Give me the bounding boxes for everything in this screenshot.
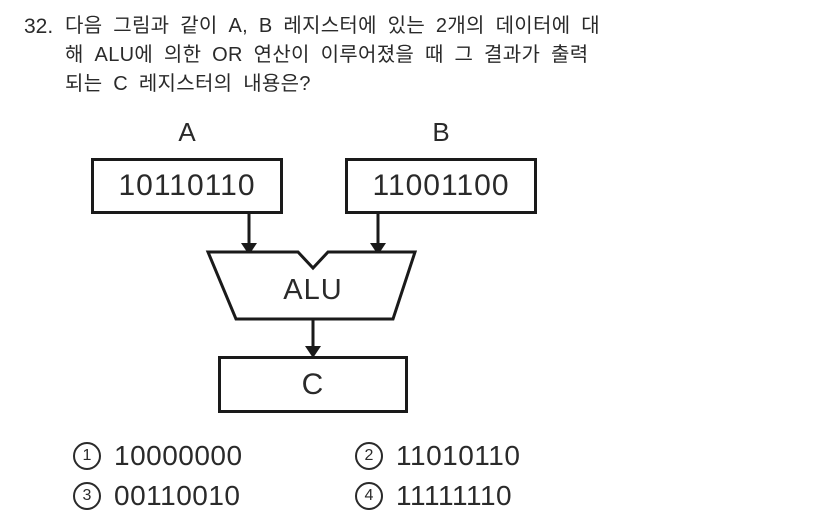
question-line: 되는 C 레지스터의 내용은? bbox=[65, 73, 311, 95]
question-line: 해 ALU에 의한 OR 연산이 이루어졌을 때 그 결과가 출력 bbox=[65, 44, 589, 66]
register-b-value: 11001100 bbox=[372, 169, 510, 202]
option-1-value: 10000000 bbox=[114, 440, 243, 471]
option-1-circle: 1 bbox=[73, 442, 101, 470]
option-2-value: 11010110 bbox=[396, 440, 521, 471]
arrow-b-to-alu bbox=[370, 214, 386, 255]
option-3-circle: 3 bbox=[73, 482, 101, 510]
register-b-box: 11001100 bbox=[345, 158, 537, 214]
question-line: 다음 그림과 같이 A, B 레지스터에 있는 2개의 데이터에 대 bbox=[65, 15, 600, 37]
option-3-value: 00110010 bbox=[114, 480, 241, 511]
option-4-value: 11111110 bbox=[396, 480, 513, 511]
register-c-box: C bbox=[218, 356, 408, 413]
register-a-box: 10110110 bbox=[91, 158, 283, 214]
option-4-circle: 4 bbox=[355, 482, 383, 510]
option-2: 2 11010110 bbox=[355, 440, 520, 472]
option-2-circle: 2 bbox=[355, 442, 383, 470]
register-b-label: B bbox=[432, 117, 450, 147]
alu-label: ALU bbox=[283, 274, 343, 306]
option-1: 1 10000000 bbox=[73, 440, 243, 472]
register-a-label: A bbox=[178, 117, 196, 147]
option-3: 3 00110010 bbox=[73, 480, 241, 511]
question-text: 다음 그림과 같이 A, B 레지스터에 있는 2개의 데이터에 대 해 ALU… bbox=[65, 12, 815, 99]
arrow-a-to-alu bbox=[241, 214, 257, 255]
register-c-label: C bbox=[301, 367, 325, 401]
option-4: 4 11111110 bbox=[355, 480, 512, 511]
question-number: 32. bbox=[24, 15, 54, 38]
register-a-value: 10110110 bbox=[118, 169, 256, 202]
arrow-alu-to-c bbox=[305, 319, 321, 358]
